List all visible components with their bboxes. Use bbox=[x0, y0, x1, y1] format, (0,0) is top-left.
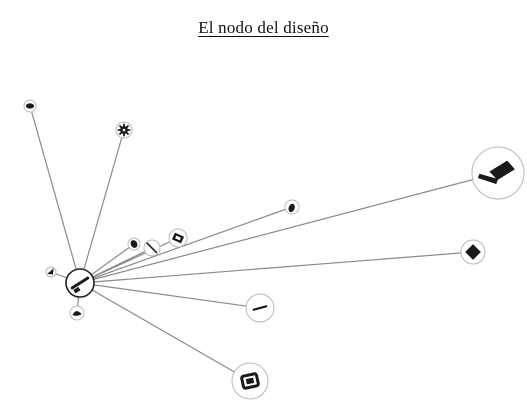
gear-icon bbox=[117, 123, 131, 137]
edge-n10 bbox=[79, 282, 251, 382]
graph-node-n8 bbox=[460, 239, 486, 265]
diagram-title: El nodo del diseño bbox=[198, 18, 329, 37]
pencil-icon bbox=[252, 305, 268, 311]
leaf-icon bbox=[130, 240, 138, 248]
edge-n8 bbox=[79, 251, 474, 284]
notebook-icon bbox=[465, 244, 481, 260]
edge-n3 bbox=[79, 172, 499, 284]
blob-icon bbox=[72, 311, 82, 316]
graph-node-n6 bbox=[143, 239, 161, 257]
screen-frame-icon bbox=[240, 372, 260, 390]
graph-node-n3 bbox=[471, 146, 525, 200]
tablet-icon bbox=[171, 232, 185, 244]
diagonal-tool-icon bbox=[70, 276, 90, 294]
nodes-layer bbox=[23, 99, 525, 400]
graph-node-n9 bbox=[245, 293, 275, 323]
hand-icon bbox=[288, 203, 295, 213]
edge-n1 bbox=[29, 105, 81, 284]
graph-node-n12 bbox=[69, 305, 85, 321]
graph-node-n1 bbox=[23, 99, 37, 113]
graph-node-n7 bbox=[127, 237, 141, 251]
disc-icon bbox=[25, 103, 35, 109]
graph-node-n2 bbox=[115, 121, 133, 139]
edge-n9 bbox=[79, 282, 261, 309]
small-mark-icon bbox=[47, 268, 54, 275]
edge-n2 bbox=[79, 129, 125, 284]
graph-node-n11 bbox=[45, 266, 57, 278]
edge-n4 bbox=[79, 206, 293, 284]
graph-node-n5 bbox=[168, 228, 188, 248]
graph-node-n4 bbox=[284, 199, 300, 215]
hub-node bbox=[65, 268, 95, 298]
edges-layer bbox=[29, 105, 499, 382]
graph-node-n10 bbox=[231, 362, 269, 400]
pen-icon bbox=[146, 242, 158, 254]
laptop-icon bbox=[477, 160, 515, 185]
